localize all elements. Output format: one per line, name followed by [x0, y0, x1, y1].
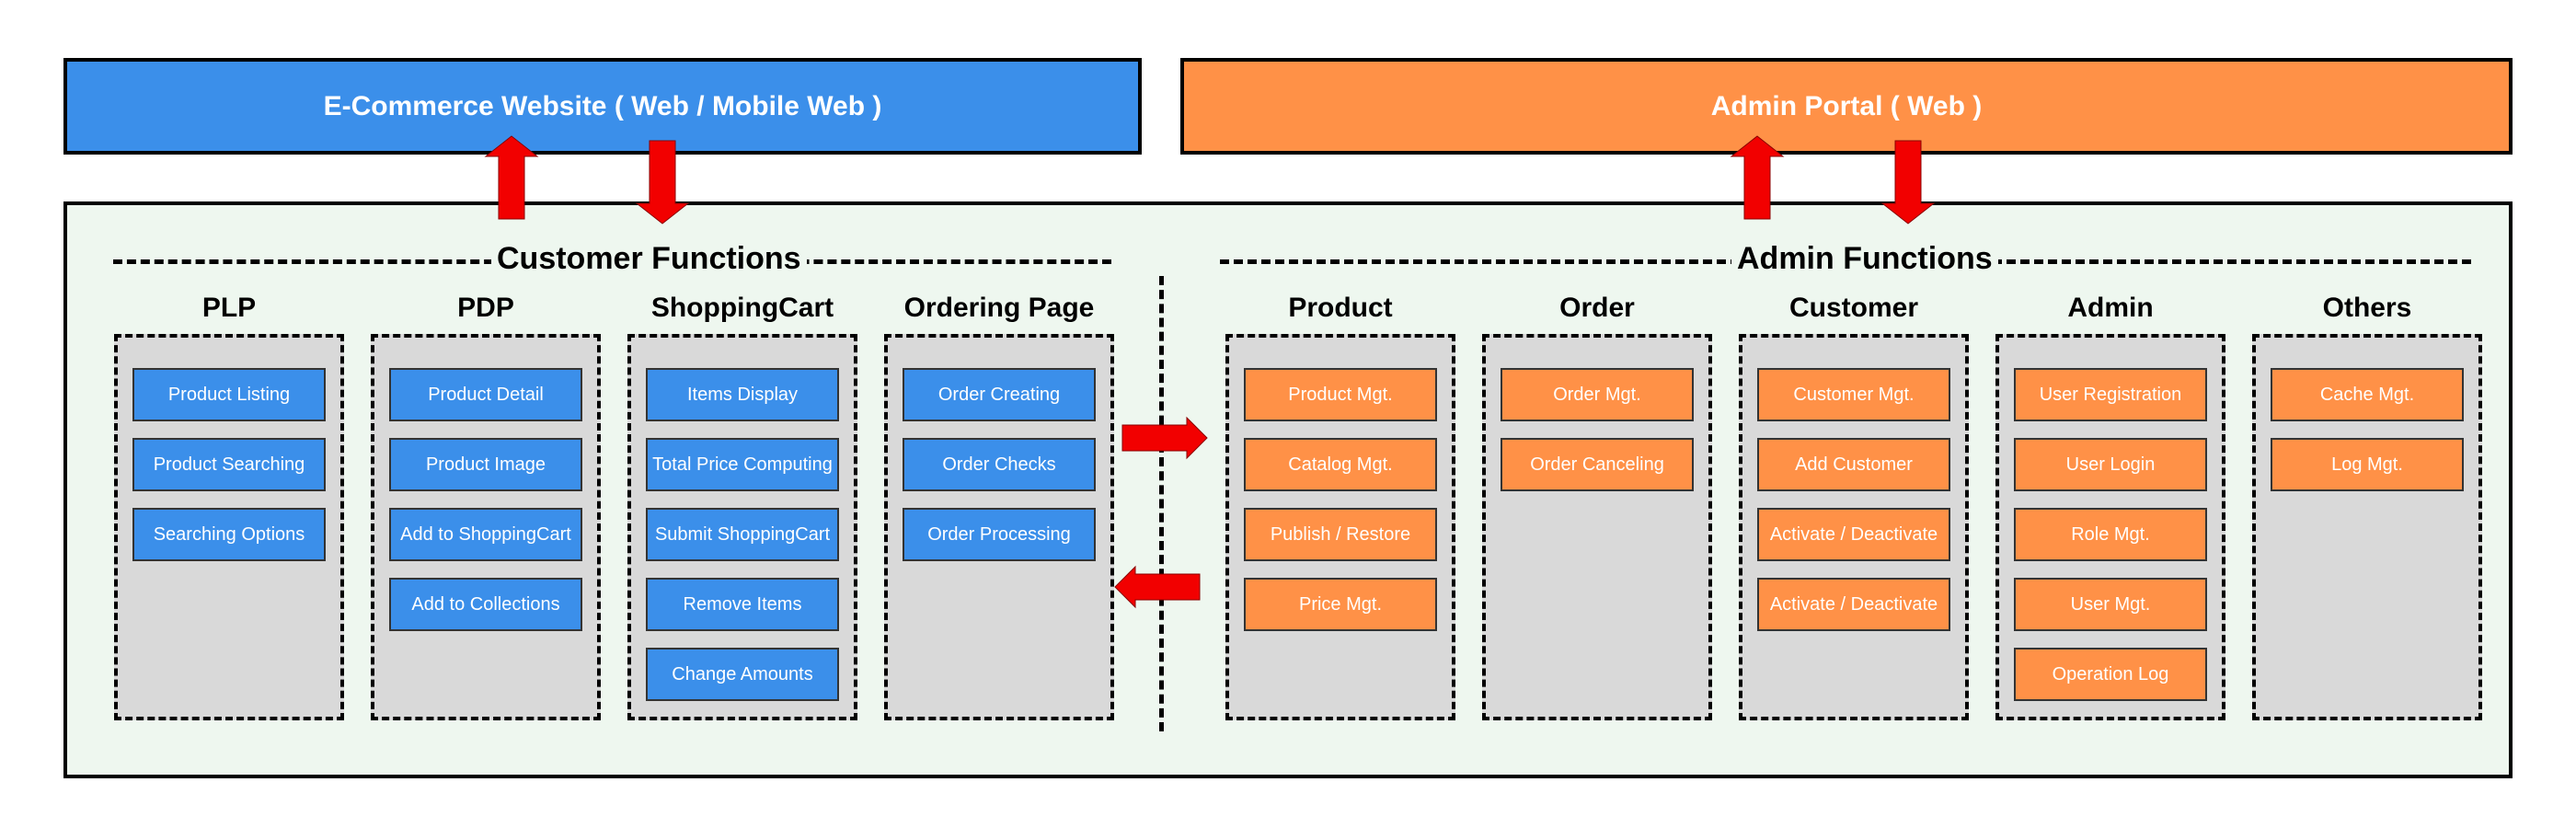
- right-arrow-icon: [1121, 416, 1208, 460]
- customer-function-item: Total Price Computing: [646, 438, 839, 491]
- admin-function-item: Role Mgt.: [2014, 508, 2207, 561]
- customer-function-item: Searching Options: [132, 508, 326, 561]
- customer-function-item: Product Searching: [132, 438, 326, 491]
- left-arrow-icon: [1114, 565, 1201, 609]
- customer-column-title: PDP: [457, 293, 514, 323]
- customer-function-item: Order Checks: [903, 438, 1096, 491]
- customer-function-item: Change Amounts: [646, 648, 839, 701]
- admin-column-title: Customer: [1788, 293, 1919, 323]
- admin-column-title: Others: [2322, 293, 2412, 323]
- admin-function-item: Log Mgt.: [2271, 438, 2464, 491]
- admin-function-item: Add Customer: [1757, 438, 1950, 491]
- admin-function-item: Price Mgt.: [1244, 578, 1437, 631]
- customer-function-item: Order Processing: [903, 508, 1096, 561]
- customer-function-item: Remove Items: [646, 578, 839, 631]
- customer-column-title: PLP: [201, 293, 257, 323]
- admin-function-item: Order Canceling: [1501, 438, 1694, 491]
- admin-portal-title: Admin Portal ( Web ): [1710, 90, 1983, 121]
- admin-column-title: Product: [1288, 293, 1393, 323]
- admin-column-title: Order: [1559, 293, 1635, 323]
- admin-function-item: User Login: [2014, 438, 2207, 491]
- up-arrow-icon: [1730, 135, 1785, 220]
- down-arrow-icon: [635, 140, 690, 224]
- admin-function-item: Operation Log: [2014, 648, 2207, 701]
- admin-function-item: Order Mgt.: [1501, 368, 1694, 421]
- admin-function-item: Activate / Deactivate: [1757, 578, 1950, 631]
- admin-functions-title: Admin Functions: [1731, 241, 1998, 277]
- admin-function-item: Activate / Deactivate: [1757, 508, 1950, 561]
- customer-function-item: Order Creating: [903, 368, 1096, 421]
- customer-function-item: Items Display: [646, 368, 839, 421]
- admin-function-item: Customer Mgt.: [1757, 368, 1950, 421]
- customer-column-title: ShoppingCart: [650, 293, 834, 323]
- customer-function-item: Product Listing: [132, 368, 326, 421]
- customer-function-item: Submit ShoppingCart: [646, 508, 839, 561]
- ecommerce-website-banner: E-Commerce Website ( Web / Mobile Web ): [63, 58, 1142, 155]
- customer-function-item: Product Detail: [389, 368, 582, 421]
- down-arrow-icon: [1880, 140, 1936, 224]
- admin-function-item: User Mgt.: [2014, 578, 2207, 631]
- ecommerce-website-title: E-Commerce Website ( Web / Mobile Web ): [323, 90, 882, 121]
- customer-function-item: Product Image: [389, 438, 582, 491]
- admin-function-item: Product Mgt.: [1244, 368, 1437, 421]
- admin-function-item: Catalog Mgt.: [1244, 438, 1437, 491]
- customer-column-title: Ordering Page: [903, 293, 1095, 323]
- up-arrow-icon: [484, 135, 539, 220]
- customer-function-item: Add to Collections: [389, 578, 582, 631]
- admin-function-item: User Registration: [2014, 368, 2207, 421]
- admin-function-item: Publish / Restore: [1244, 508, 1437, 561]
- customer-functions-title: Customer Functions: [491, 241, 807, 277]
- section-vertical-divider: [1159, 276, 1164, 731]
- admin-column-title: Admin: [2067, 293, 2154, 323]
- admin-portal-banner: Admin Portal ( Web ): [1180, 58, 2513, 155]
- customer-function-item: Add to ShoppingCart: [389, 508, 582, 561]
- admin-function-item: Cache Mgt.: [2271, 368, 2464, 421]
